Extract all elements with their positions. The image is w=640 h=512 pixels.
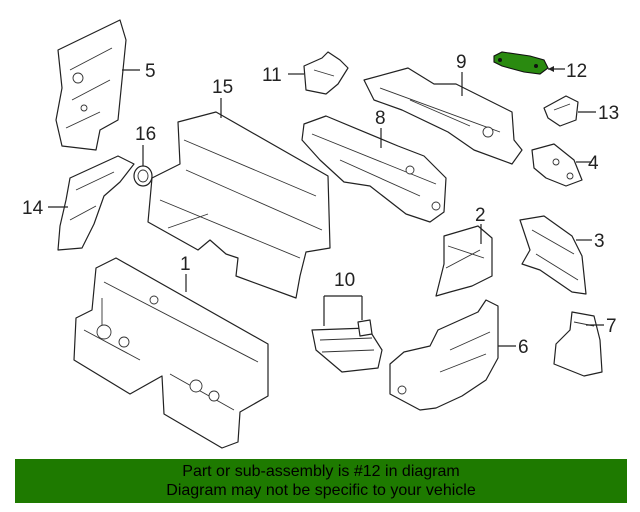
part-12-bracket-highlighted[interactable] <box>493 51 549 75</box>
part-7-corner-piece[interactable] <box>553 311 603 377</box>
part-16-grommet[interactable] <box>133 165 153 187</box>
callout-10[interactable]: 10 <box>334 270 355 291</box>
banner-line-2: Diagram may not be specific to your vehi… <box>166 482 476 499</box>
callout-1[interactable]: 1 <box>180 254 191 275</box>
info-banner: Part or sub-assembly is #12 in diagram D… <box>15 459 627 503</box>
part-11-bracket[interactable] <box>303 51 349 95</box>
part-9-upper-rail[interactable] <box>363 67 523 165</box>
callout-12[interactable]: 12 <box>566 61 587 82</box>
callout-5[interactable]: 5 <box>145 61 156 82</box>
part-15-rear-panel[interactable] <box>147 111 331 299</box>
callout-8[interactable]: 8 <box>375 108 386 129</box>
callout-3[interactable]: 3 <box>594 231 605 252</box>
part-6-side-panel[interactable] <box>389 299 499 411</box>
callout-6[interactable]: 6 <box>518 337 529 358</box>
callout-9[interactable]: 9 <box>456 52 467 73</box>
banner-line-1: Part or sub-assembly is #12 in diagram <box>182 463 460 480</box>
part-5-side-panel[interactable] <box>55 19 127 151</box>
part-14-trim[interactable] <box>57 155 135 251</box>
part-13-clip[interactable] <box>543 95 579 127</box>
part-1-lower-panel[interactable] <box>73 257 269 449</box>
callout-7[interactable]: 7 <box>606 316 617 337</box>
callout-14[interactable]: 14 <box>22 198 44 219</box>
callout-4[interactable]: 4 <box>588 153 599 174</box>
part-4-bracket[interactable] <box>531 143 583 187</box>
part-10-tray[interactable] <box>311 319 383 373</box>
callout-11[interactable]: 11 <box>262 65 282 86</box>
callout-16[interactable]: 16 <box>135 124 156 145</box>
callout-15[interactable]: 15 <box>212 77 233 98</box>
part-8-mid-rail[interactable] <box>301 115 447 223</box>
callout-13[interactable]: 13 <box>598 103 619 124</box>
callout-2[interactable]: 2 <box>475 205 486 226</box>
part-2-panel[interactable] <box>435 225 493 297</box>
part-3-bracket[interactable] <box>519 215 587 295</box>
